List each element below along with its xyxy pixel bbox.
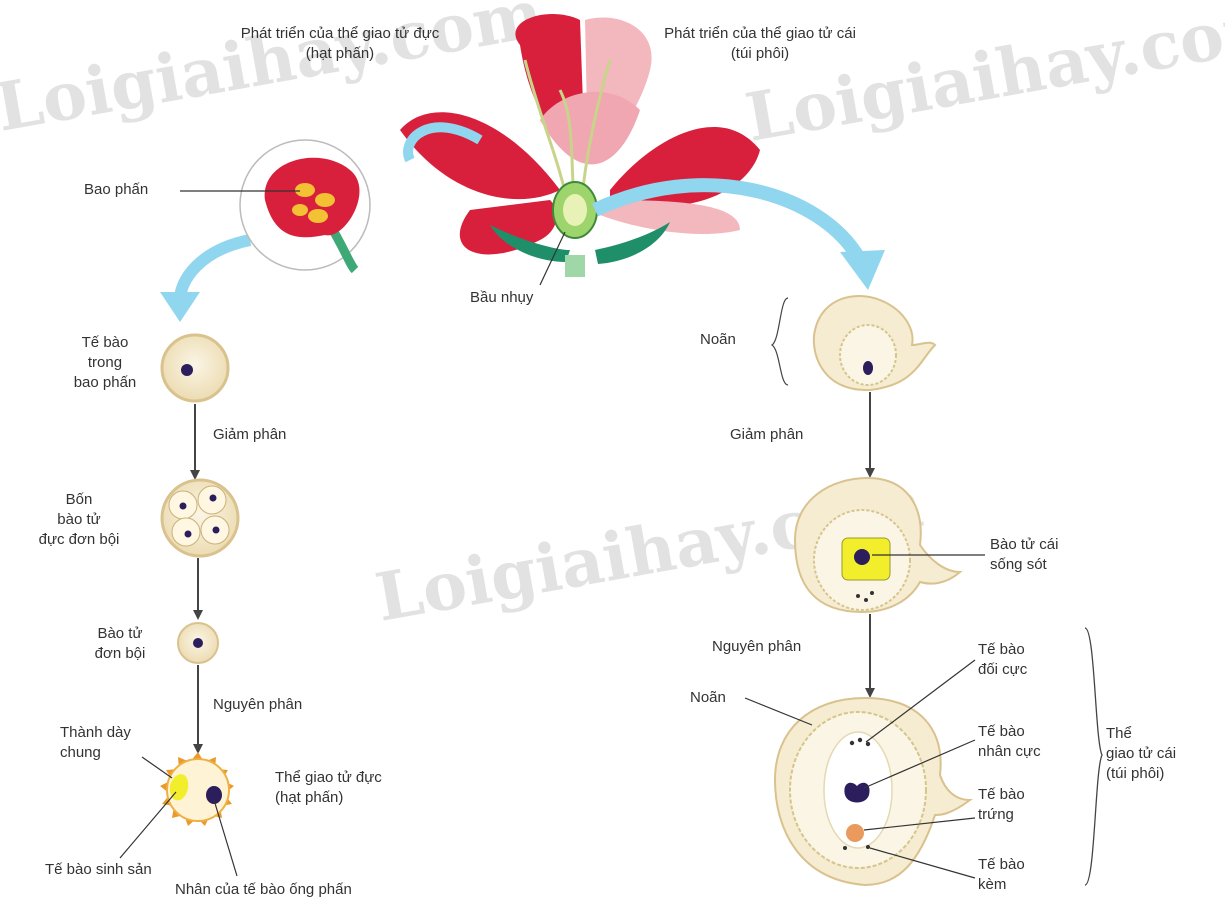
label-noan-top: Noãn: [700, 330, 736, 350]
label-egg-cell: Tế bào trứng: [978, 785, 1025, 825]
label-mitosis-female: Nguyên phân: [712, 637, 801, 657]
degenerated-spore-3: [870, 591, 874, 595]
label-synergids: Tế bào kèm: [978, 855, 1025, 895]
anther-body: [265, 158, 360, 237]
anther-zoom: [240, 140, 370, 270]
leader-nhan-ong-phan: [214, 800, 237, 876]
female-branch: [775, 296, 970, 885]
label-thanh-day-chung: Thành dày chung: [60, 723, 131, 763]
ovule-top-nucleus: [863, 361, 873, 375]
degenerated-spore-1: [856, 594, 860, 598]
label-mitosis-male: Nguyên phân: [213, 695, 302, 715]
label-polar-nuclei: Tế bào nhân cực: [978, 722, 1041, 762]
arrowhead-anther-to-cell: [160, 292, 200, 322]
haploid-spore-nucleus: [193, 638, 203, 648]
spore-4-nucleus: [213, 527, 220, 534]
label-generative-cell: Tế bào sinh sản: [45, 860, 152, 880]
spore-1-nucleus: [180, 503, 187, 510]
pollen-sac-3: [308, 209, 328, 223]
surviving-megaspore-nucleus: [854, 549, 870, 565]
title-male-development: Phát triển của thể giao tử đực (hạt phấn…: [170, 24, 510, 64]
ovule-top-inner: [840, 325, 896, 385]
tetrad: [162, 480, 238, 556]
arrow-anther-to-cell: [180, 240, 250, 300]
label-bau-nhuy: Bầu nhụy: [470, 288, 533, 308]
label-antipodal-cells: Tế bào đối cực: [978, 640, 1027, 680]
label-noan-bottom: Noãn: [690, 688, 726, 708]
label-meiosis-female: Giảm phân: [730, 425, 803, 445]
leader-te-bao-sinh-san: [120, 792, 176, 858]
label-haploid-spore: Bào tử đơn bội: [70, 624, 170, 664]
egg-cell: [846, 824, 864, 842]
title-female-development: Phát triển của thể giao tử cái (túi phôi…: [610, 24, 910, 64]
pollen-sac-1: [295, 183, 315, 197]
spore-2-nucleus: [210, 495, 217, 502]
degenerated-spore-2: [864, 598, 868, 602]
pollen-sac-4: [292, 204, 308, 216]
male-branch: [160, 335, 238, 826]
arrowhead-flower-to-ovule: [840, 250, 885, 290]
leader-thanh-day: [142, 757, 172, 778]
flower-stem: [565, 255, 585, 277]
label-surviving-megaspore: Bào tử cái sống sót: [990, 535, 1058, 575]
pollen-sac-2: [315, 193, 335, 207]
antipodal-cell-2: [858, 738, 862, 742]
anther-cell-nucleus: [181, 364, 193, 376]
antipodal-cell-3: [866, 742, 870, 746]
synergid-1: [843, 846, 847, 850]
leader-noan-bottom: [745, 698, 812, 725]
label-tube-nucleus: Nhân của tế bào ống phấn: [175, 880, 352, 900]
label-anther-cell: Tế bào trong bao phấn: [40, 333, 170, 393]
label-female-gametophyte: Thể giao tử cái (túi phôi): [1106, 724, 1176, 784]
spore-3-nucleus: [185, 531, 192, 538]
synergid-2: [866, 845, 870, 849]
bracket-noan-top: [772, 298, 788, 385]
label-four-spores: Bốn bào tử đực đơn bội: [4, 490, 154, 550]
ovary-inner: [563, 194, 587, 226]
bracket-gametophyte: [1085, 628, 1102, 885]
label-male-gametophyte: Thể giao tử đực (hạt phấn): [275, 768, 382, 808]
label-meiosis-male: Giảm phân: [213, 425, 286, 445]
antipodal-cell-1: [850, 741, 854, 745]
label-bao-phan: Bao phấn: [84, 180, 148, 200]
anther-cell: [162, 335, 228, 401]
